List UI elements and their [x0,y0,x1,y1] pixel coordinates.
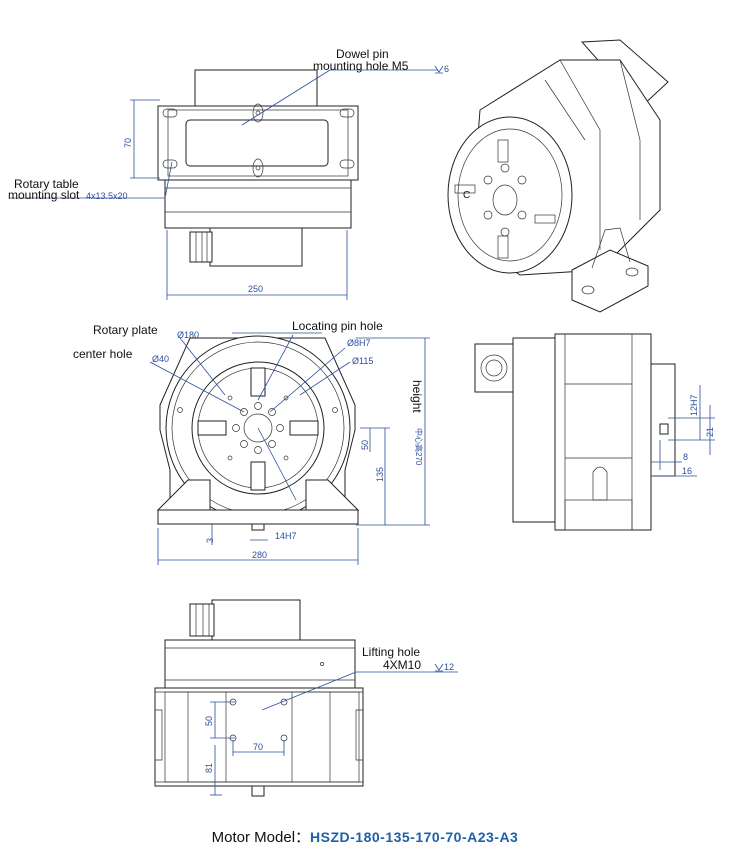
dim-8: 8 [683,452,688,462]
dim-12h7: 12H7 [689,394,699,416]
dim-14h7: 14H7 [275,531,297,541]
side-view [474,333,715,531]
rotary-plate-label: Rotary plate [93,323,158,337]
depth-symbol-icon [434,65,444,672]
dim-21: 21 [705,427,715,437]
motor-model-value: HSZD-180-135-170-70-A23-A3 [310,829,519,845]
locating-pin-label: Locating pin hole [292,319,383,333]
rotary-slot-label-1: Rotary table [14,177,79,191]
dim-phi115: Ø115 [352,356,373,366]
dowel-label-2: mounting hole M5 [313,59,409,73]
iso-view [447,39,669,313]
front-view [149,332,430,565]
slot-size: 4x13.5x20 [86,191,128,201]
dim-50-bottom: 50 [204,716,214,726]
iso-mark-c: C [463,190,470,201]
top-view: 70 250 [10,69,438,300]
bottom-view [154,599,458,797]
dowel-depth: 6 [444,64,449,74]
height-value: 中心高270 [414,428,424,466]
dim-phi40: Ø40 [152,354,169,364]
dim-16: 16 [682,466,692,476]
center-hole-label: center hole [73,347,133,361]
dim-3: 3 [205,538,215,543]
motor-model-label: Motor Model： [211,829,311,846]
dim-70-top: 70 [123,138,133,148]
dim-81: 81 [204,763,214,773]
motor-model-line: Motor Model：HSZD-180-135-170-70-A23-A3 [0,826,730,847]
lifting-hole-size: 4XM10 [383,658,421,672]
dim-phi8: Ø8H7 [347,338,371,348]
dim-50-front: 50 [360,440,370,450]
dim-250: 250 [248,284,263,294]
lifting-hole-label: Lifting hole [362,645,420,659]
dim-280: 280 [252,550,267,560]
rotary-slot-label-2: mounting slot [8,188,80,202]
lifting-depth: 12 [444,662,454,672]
dim-phi180: Ø180 [177,330,199,340]
height-label: height [410,380,424,413]
dowel-label-1: Dowel pin [336,47,389,61]
dim-70-bottom: 70 [253,742,263,752]
dim-135: 135 [375,467,385,482]
